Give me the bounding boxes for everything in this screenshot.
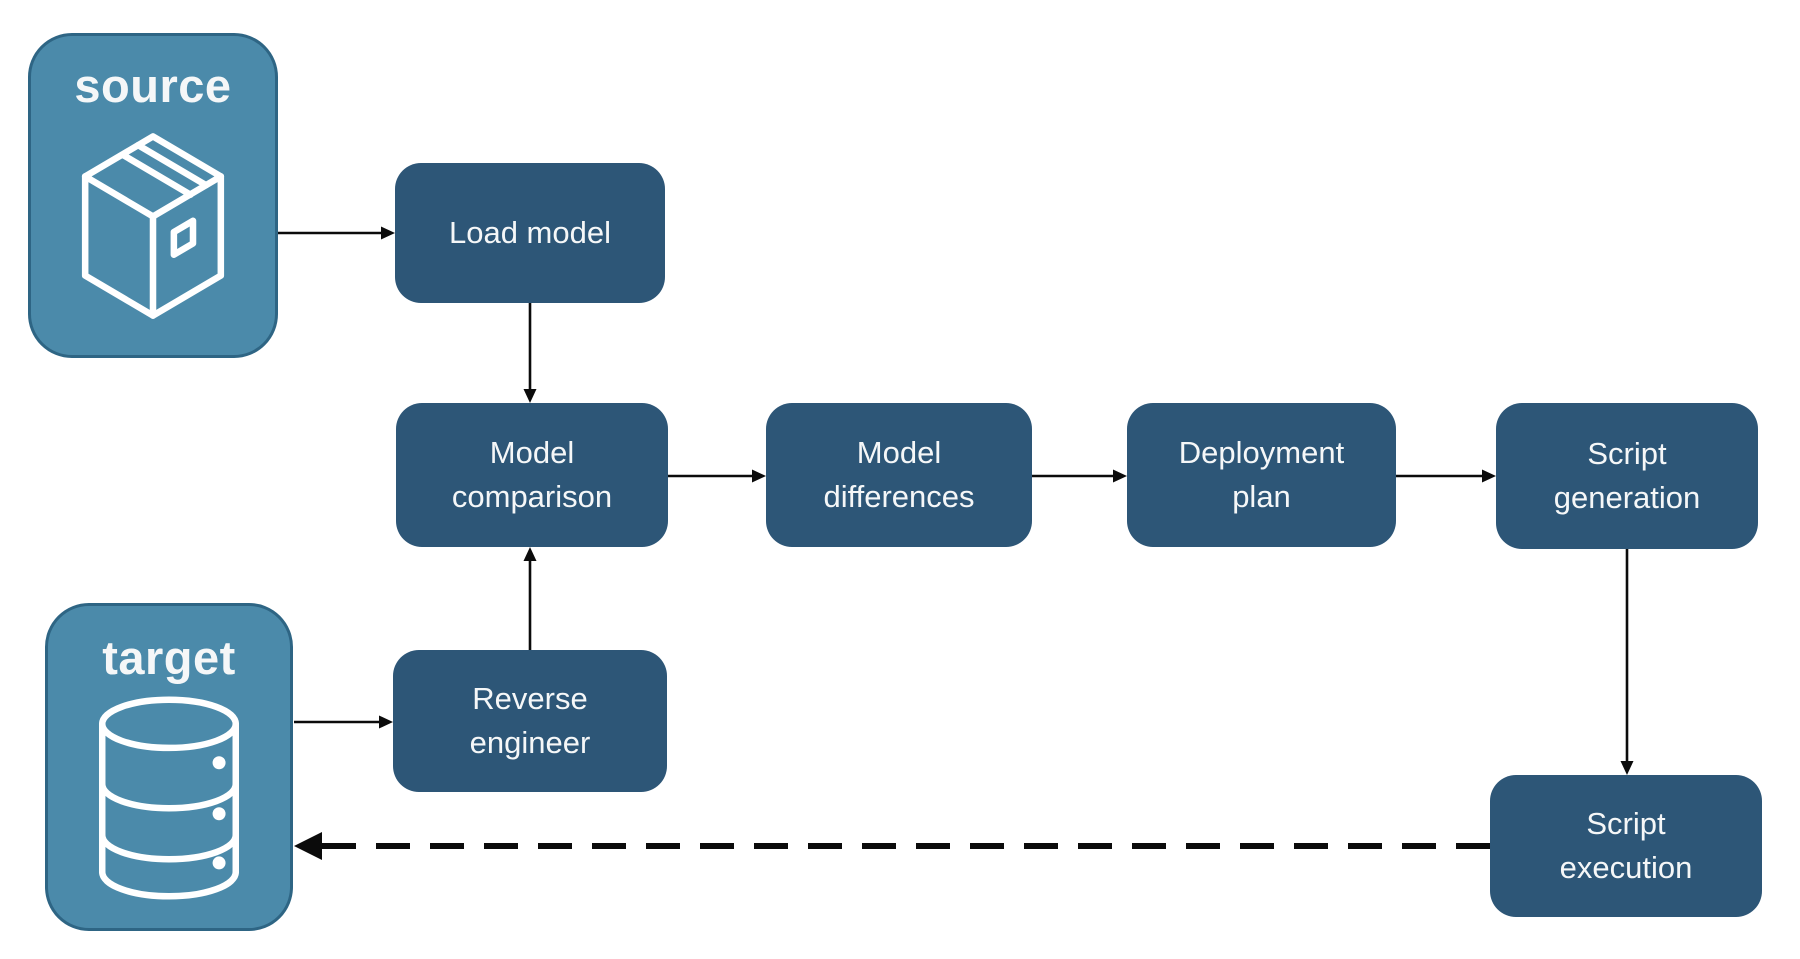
- arrow-reverse-engineer-to-model-comparison: [523, 547, 537, 650]
- arrow-model-differences-to-deployment-plan: [1032, 469, 1127, 483]
- arrow-script-execution-to-target-dashed: [294, 832, 1490, 860]
- arrow-source-to-load-model: [278, 226, 395, 240]
- arrow-model-comparison-to-model-differences: [668, 469, 766, 483]
- node-deployment-plan: Deployment plan: [1127, 403, 1396, 547]
- script-execution-label: Script execution: [1559, 805, 1693, 885]
- source-label: source: [74, 59, 232, 112]
- node-target: target: [45, 603, 293, 931]
- node-source: source: [28, 33, 278, 358]
- script-generation-label: Script generation: [1553, 435, 1701, 515]
- node-load-model: Load model: [395, 163, 665, 303]
- model-differences-label: Model differences: [823, 434, 975, 514]
- load-model-label: Load model: [448, 214, 611, 250]
- arrow-deployment-plan-to-script-generation: [1396, 469, 1496, 483]
- node-model-differences: Model differences: [766, 403, 1032, 547]
- arrow-script-generation-to-script-execution: [1620, 549, 1634, 775]
- arrow-target-to-reverse-engineer: [294, 715, 393, 729]
- node-script-execution: Script execution: [1490, 775, 1762, 917]
- arrow-load-model-to-model-comparison: [523, 303, 537, 403]
- model-comparison-label: Model comparison: [451, 434, 613, 514]
- node-script-generation: Script generation: [1496, 403, 1758, 549]
- node-reverse-engineer: Reverse engineer: [393, 650, 667, 792]
- node-model-comparison: Model comparison: [396, 403, 668, 547]
- deployment-plan-label: Deployment plan: [1178, 434, 1345, 514]
- reverse-engineer-label: Reverse engineer: [469, 680, 591, 760]
- database-icon: [98, 696, 240, 900]
- package-icon: [81, 132, 225, 319]
- target-label: target: [102, 631, 236, 684]
